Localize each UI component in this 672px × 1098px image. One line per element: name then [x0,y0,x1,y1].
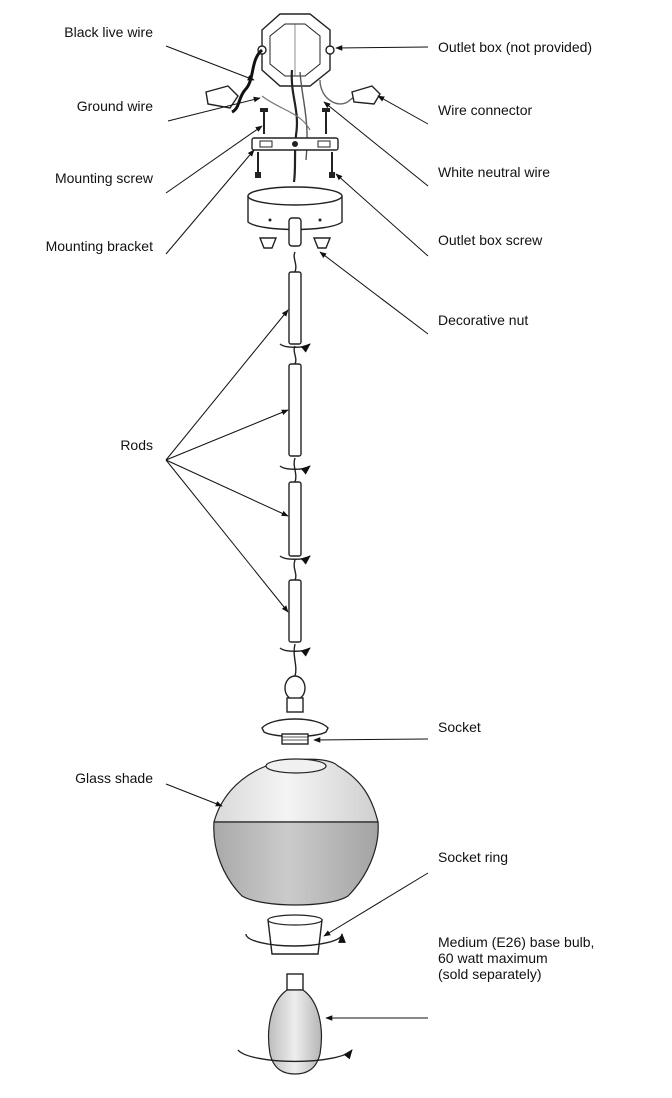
mounting-screw-right [322,108,330,134]
label-mounting-bracket: Mounting bracket [46,238,154,254]
mounting-screw-left [260,108,268,134]
label-mounting-screw: Mounting screw [55,170,154,186]
outlet-box [257,13,335,87]
label-glass-shade: Glass shade [75,770,153,786]
label-socket-ring: Socket ring [438,849,508,865]
nipple-top [288,217,302,247]
decorative-nut-left [258,237,278,249]
label-black-live-wire: Black live wire [64,24,153,40]
label-socket: Socket [438,719,481,735]
label-decorative-nut: Decorative nut [438,312,528,328]
wire-connector-right [351,85,381,105]
label-white-neutral-wire: White neutral wire [438,164,550,180]
socket-ring [245,914,346,955]
decorative-nut-right [312,237,332,249]
label-wire-connector: Wire connector [438,102,532,118]
wire-connector-left [205,85,239,109]
outlet-box-screws [255,152,335,178]
label-bulb-line-1: Medium (E26) base bulb, [438,934,594,950]
label-outlet-box: Outlet box (not provided) [438,39,592,55]
cord-lower [293,643,297,677]
glass-shade [213,758,379,906]
rod-4 [288,559,302,643]
label-outlet-box-screw: Outlet box screw [438,232,543,248]
label-rods: Rods [120,437,153,453]
rod-1 [288,251,302,345]
rod-2 [288,345,302,457]
rotation-arrows [279,343,311,657]
label-bulb-line-3: (sold separately) [438,966,542,982]
wires [231,48,363,183]
socket-cap [261,675,329,738]
light-bulb [237,973,353,1075]
leader-lines [165,45,429,1021]
label-ground-wire: Ground wire [77,98,153,114]
canopy [247,186,343,231]
socket [281,733,309,745]
mounting-bracket [251,137,339,151]
rod-3 [288,457,302,557]
label-bulb-line-2: 60 watt maximum [438,950,548,966]
